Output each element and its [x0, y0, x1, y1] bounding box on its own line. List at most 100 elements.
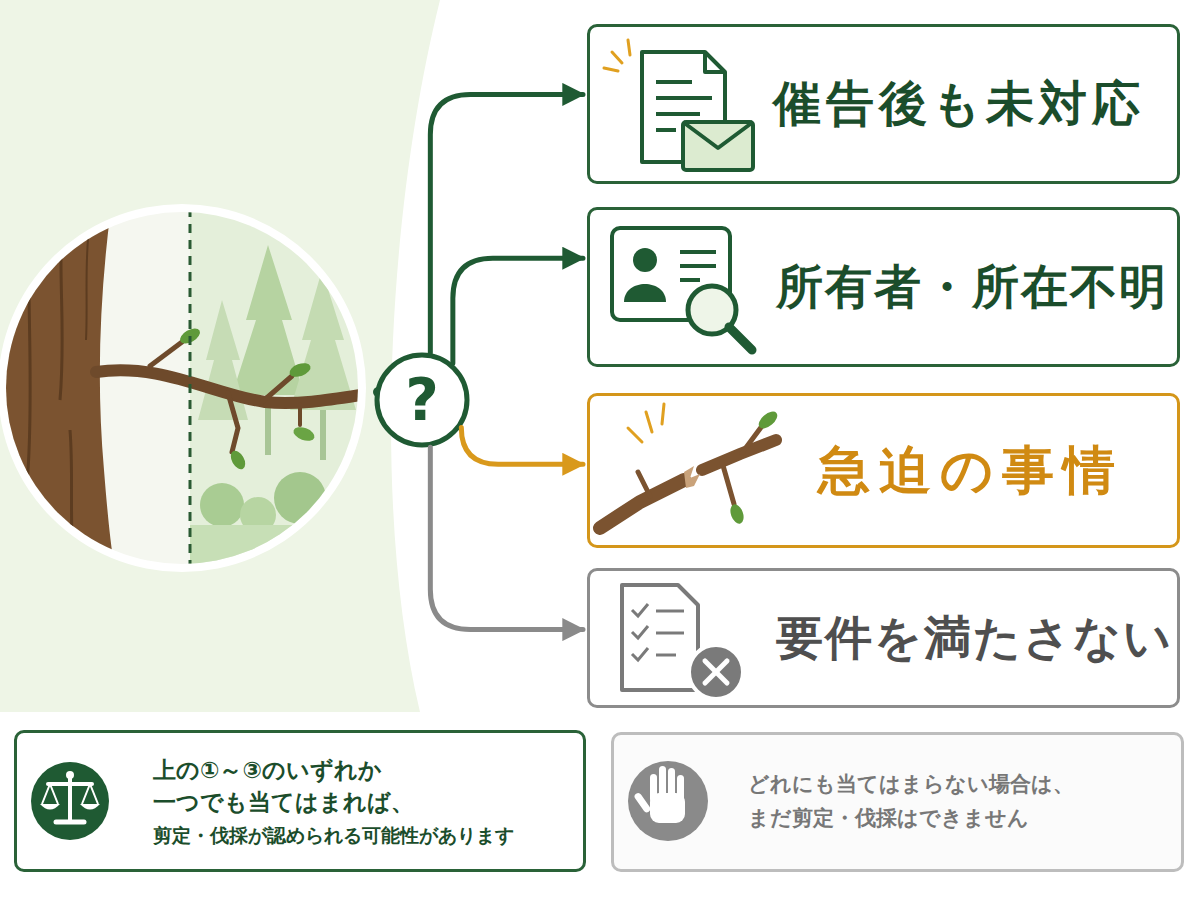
broken-branch-icon [600, 404, 780, 528]
twig [298, 404, 302, 425]
leaf [292, 425, 317, 444]
branch-piece [600, 480, 684, 528]
bark-line [70, 430, 76, 585]
reject-x [705, 661, 727, 683]
leaf [228, 448, 248, 471]
condition-label: 所有者・所在不明 [776, 256, 1168, 319]
break-splinter [684, 466, 700, 488]
scale-base [56, 820, 84, 825]
connector-layer [430, 94, 583, 629]
magnifier-handle [729, 327, 752, 350]
condition-box: 催告後も未対応 [587, 24, 1180, 184]
text-line [680, 264, 716, 268]
sparkle [628, 40, 630, 55]
document-fold [705, 52, 725, 72]
stop-hand-icon [628, 761, 708, 841]
circle-shape [377, 355, 467, 445]
hand-palm [650, 793, 685, 823]
boundary-line [189, 208, 192, 568]
condition-label: 催告後も未対応 [773, 72, 1145, 136]
text-line [656, 112, 700, 116]
question-mark: ? [405, 366, 439, 434]
hand-finger [677, 775, 684, 801]
document [642, 52, 725, 162]
reject-x [705, 661, 727, 683]
condition-box: 所有者・所在不明 [587, 207, 1180, 367]
hand-finger [659, 766, 666, 800]
person-head [633, 248, 657, 272]
branch-arrow [461, 428, 583, 465]
ground [190, 525, 370, 585]
text-line [656, 80, 692, 84]
scale-pan [82, 784, 98, 804]
magnifier-lens [688, 286, 736, 334]
hand-finger [650, 774, 657, 802]
note-text: 上の①～③のいずれか 一つでも当てはまれば、 [153, 754, 443, 818]
envelope [683, 122, 753, 170]
branch-arrow [430, 447, 583, 629]
trunk [0, 200, 118, 585]
scale-beam [48, 782, 92, 786]
text-line [680, 250, 716, 254]
warning-box: どれにも当てはまらない場合は、 まだ剪定・伐採はできません [611, 732, 1184, 872]
text-line [680, 278, 700, 282]
scale-knob [66, 771, 74, 779]
twig [262, 376, 292, 402]
id-search-icon [612, 228, 752, 350]
branch [96, 370, 380, 403]
hand-badge [628, 761, 708, 841]
hand-thumb [633, 792, 651, 814]
branch-arrow [430, 94, 583, 352]
text-line [656, 654, 676, 657]
sparkle [612, 52, 622, 63]
tree-trunk-small [320, 410, 326, 460]
scale-post [68, 776, 72, 820]
checklist-reject-icon [622, 585, 743, 699]
bark-line [60, 215, 62, 400]
pale-background [0, 0, 440, 712]
text-line [656, 128, 676, 132]
twig [742, 426, 762, 453]
leaf [288, 361, 313, 380]
leaf [756, 408, 781, 431]
person-body [624, 284, 666, 302]
document-envelope-icon [604, 40, 753, 170]
bark-line [86, 220, 90, 340]
reject-badge [689, 645, 743, 699]
illustration-scene [0, 200, 380, 585]
scale-pan [42, 784, 58, 804]
twig [150, 342, 182, 366]
warning-text: どれにも当てはまらない場合は、 まだ剪定・伐採はできません [748, 768, 1168, 835]
branch-piece [702, 440, 776, 470]
twig [228, 393, 238, 452]
bush [274, 472, 326, 524]
text-line [656, 632, 684, 635]
sparkle [646, 412, 652, 432]
twig [638, 472, 650, 496]
check-mark [632, 626, 648, 638]
id-card [612, 228, 730, 320]
question-circle: ? [374, 352, 470, 448]
envelope-flap [683, 122, 753, 148]
bark-line [27, 210, 31, 585]
note-box: 上の①～③のいずれか 一つでも当てはまれば、剪定・伐採が認められる可能性がありま… [14, 730, 586, 872]
twig [722, 462, 734, 504]
condition-label: 要件を満たさない [776, 607, 1173, 670]
sparkle [604, 68, 618, 71]
check-mark [632, 648, 648, 660]
branch-arrow [453, 258, 583, 363]
check-mark [632, 604, 648, 616]
hand-finger [668, 768, 675, 800]
scale-pan [80, 804, 100, 810]
text-line [656, 610, 684, 613]
condition-label: 急迫の事情 [818, 436, 1124, 506]
sparkle [662, 404, 664, 424]
note-text: 剪定・伐採が認められる可能性があります [153, 822, 583, 849]
text-line [656, 96, 712, 100]
fail-box: 要件を満たさない [587, 568, 1180, 708]
leaf [728, 503, 746, 526]
sparkle [628, 428, 642, 442]
bush [200, 483, 244, 527]
emergency-box: 急迫の事情 [587, 393, 1180, 548]
